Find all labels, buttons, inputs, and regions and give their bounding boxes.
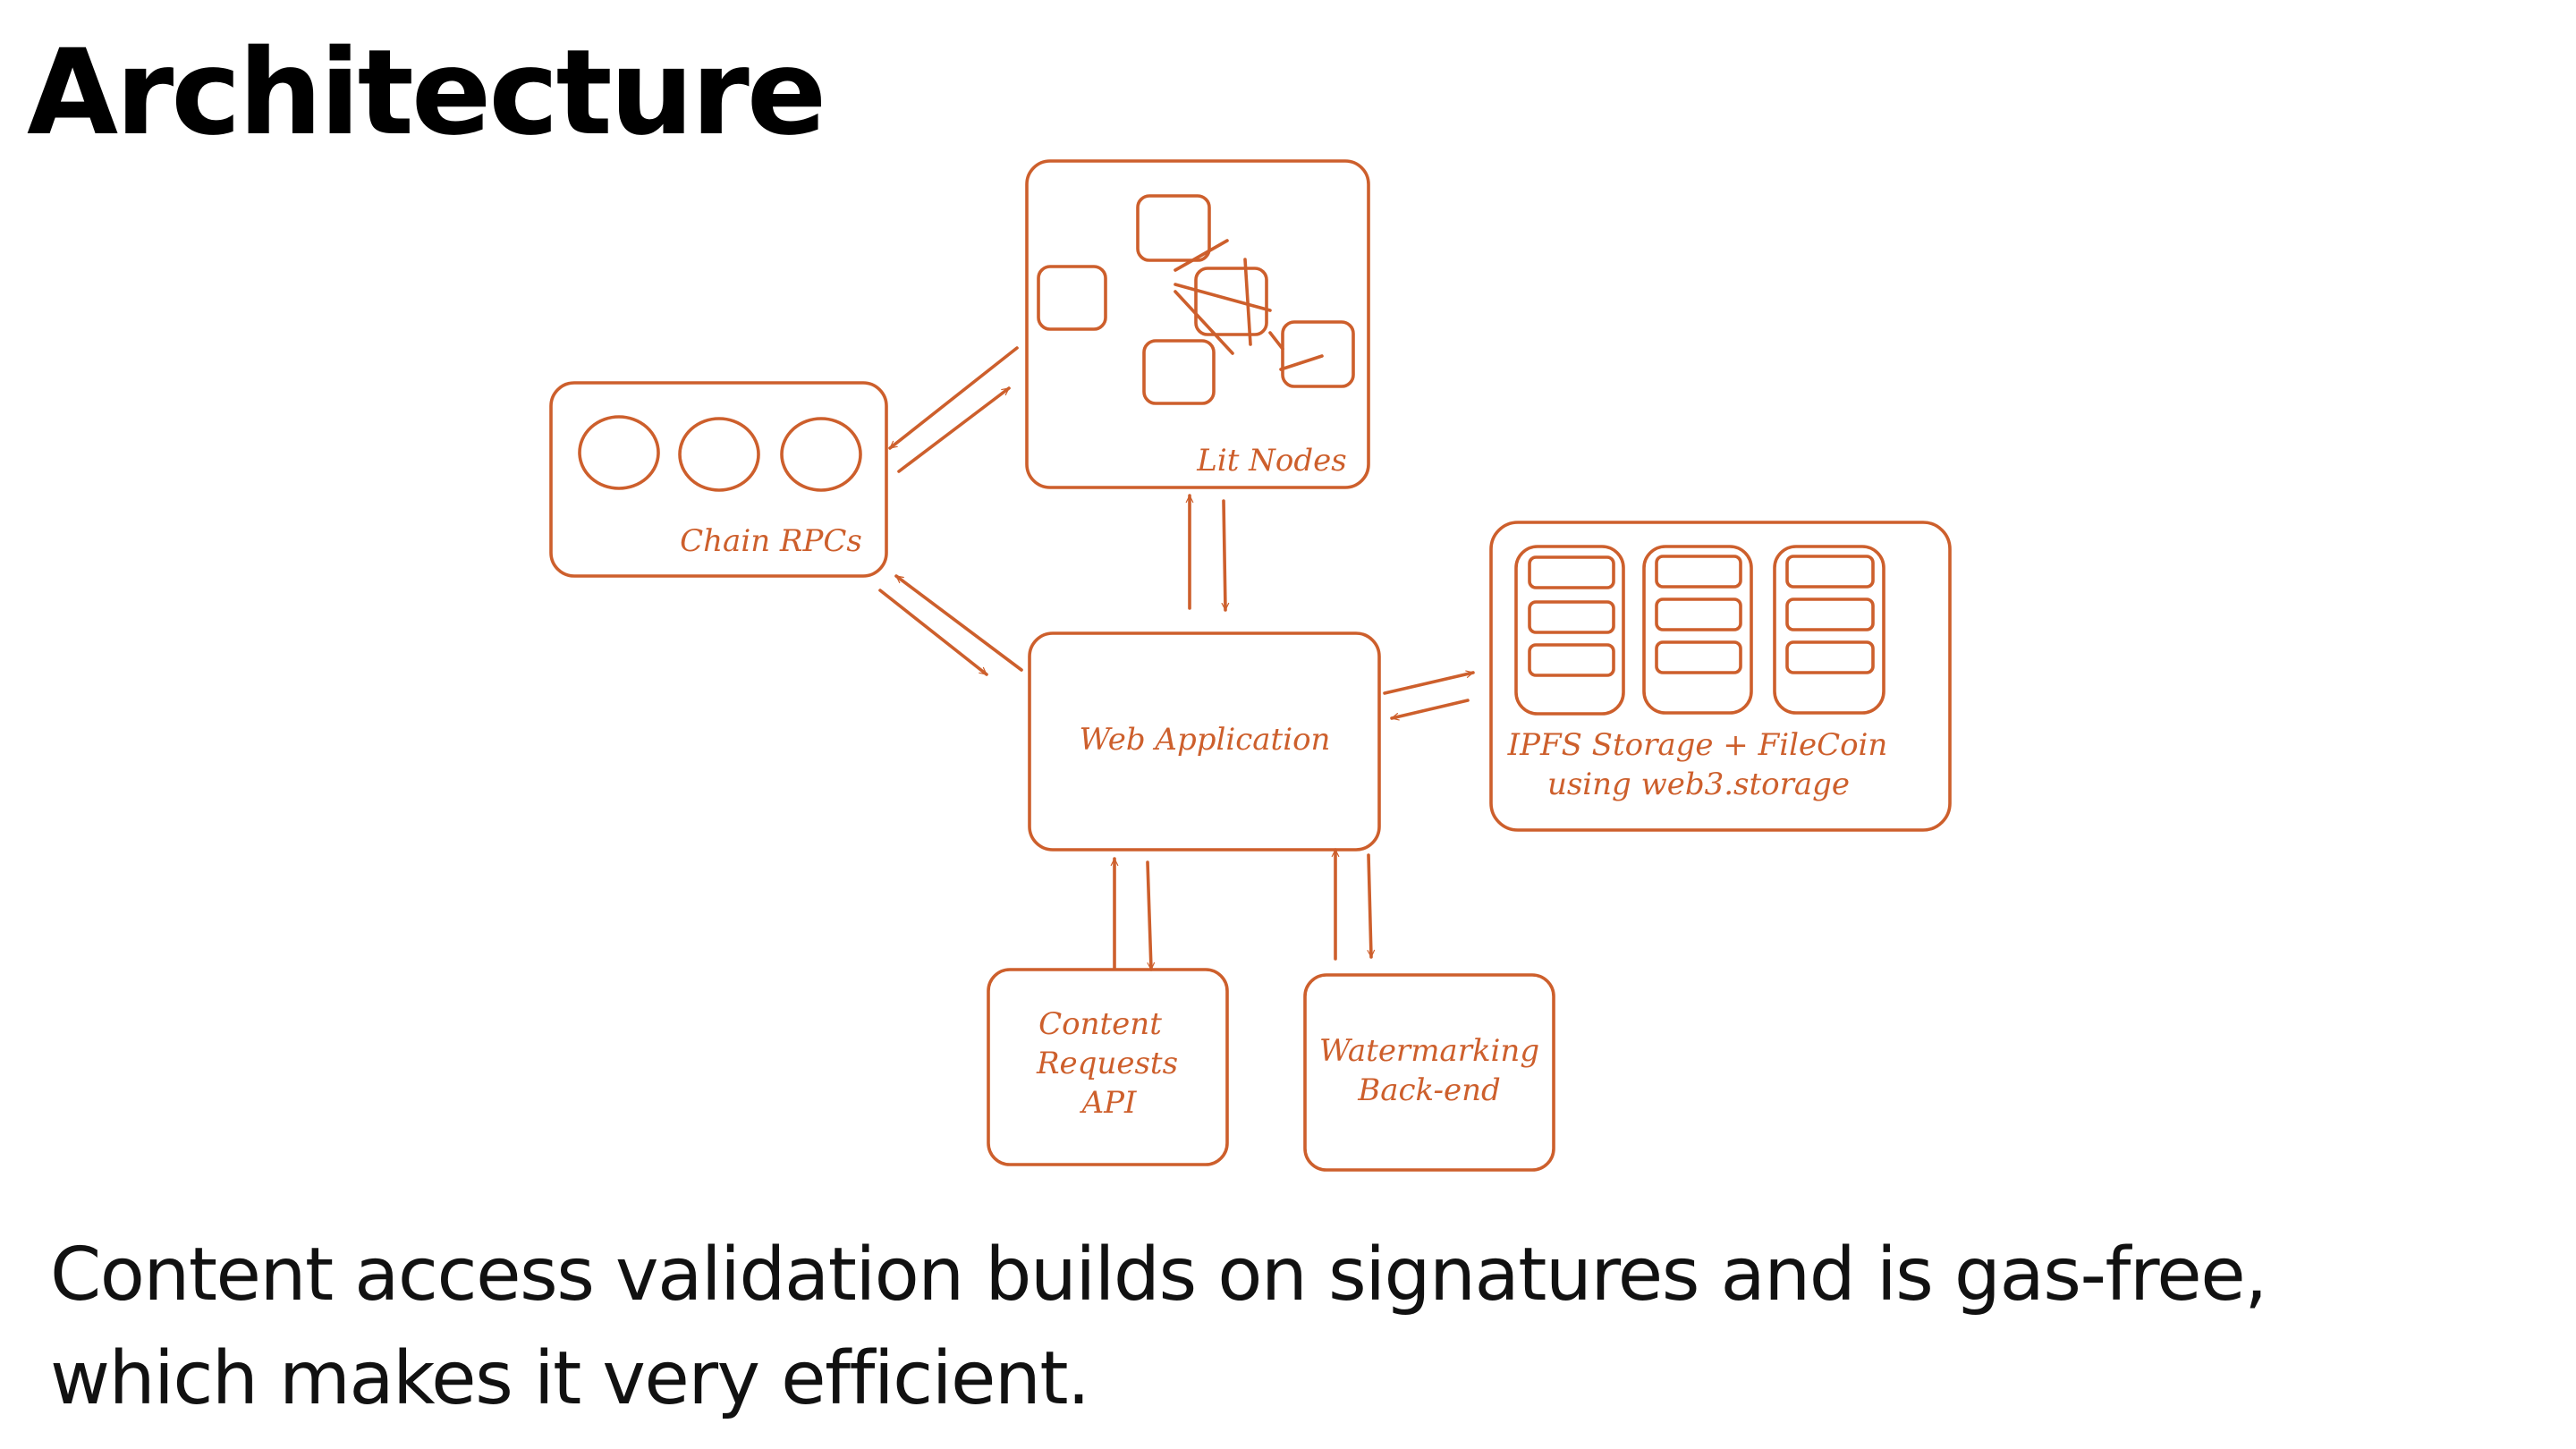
slide-title: Architecture (27, 24, 826, 162)
network-graph-icon (1037, 194, 1355, 405)
watermarking-backend-label-line-2: Back-end (1357, 1072, 1501, 1108)
arrow-lit-nodes-to-chain-rpcs (888, 346, 1019, 450)
arrow-web-application-to-ipfs-storage (1383, 670, 1475, 695)
watermarking-backend-node: Watermarking Back-end (1303, 973, 1555, 1172)
slide-caption: Content access validation builds on sign… (50, 1224, 2537, 1431)
ipfs-storage-label-line-1: IPFS Storage + FileCoin (1507, 727, 1888, 763)
web-application-label: Web Application (1080, 722, 1331, 758)
ipfs-storage-box (1489, 521, 1952, 832)
content-requests-api-label-line-3: API (1080, 1085, 1137, 1121)
watermarking-backend-box (1303, 973, 1555, 1172)
arrow-web-application-to-content-requests-api (1146, 860, 1156, 971)
arrow-lit-nodes-to-web-application (1221, 499, 1230, 612)
caption-line-1: Content access validation builds on sign… (50, 1233, 2267, 1318)
ipfs-storage-label-line-2: using web3.storage (1547, 767, 1850, 802)
content-requests-api-label-line-2: Requests (1036, 1046, 1178, 1081)
chain-rpcs-label: Chain RPCs (680, 523, 862, 559)
web-application-box (1028, 631, 1381, 852)
arrow-web-application-to-chain-rpcs (894, 574, 1023, 672)
lit-nodes-label: Lit Nodes (1196, 443, 1346, 479)
watermarking-backend-label-line-1: Watermarking (1319, 1033, 1539, 1069)
chain-rpcs-node: Chain RPCs (549, 381, 888, 578)
arrow-web-application-to-watermarking-backend (1367, 853, 1376, 959)
rpc-circles-icon (578, 415, 862, 492)
content-requests-api-node: Content Requests API (987, 968, 1229, 1166)
content-requests-api-label-line-1: Content (1038, 1006, 1162, 1042)
web-application-node: Web Application (1028, 631, 1381, 852)
content-requests-api-box (987, 968, 1229, 1166)
caption-line-2: which makes it very efficient. (50, 1336, 1090, 1421)
connector-arrows (878, 346, 1475, 971)
arrow-chain-rpcs-to-lit-nodes (897, 386, 1011, 473)
arrow-chain-rpcs-to-web-application (878, 589, 988, 676)
ipfs-storage-node: IPFS Storage + FileCoin using web3.stora… (1489, 521, 1952, 832)
lit-nodes-box (1025, 159, 1370, 489)
lit-nodes-node: Lit Nodes (1025, 159, 1370, 489)
arrow-ipfs-storage-to-web-application (1390, 699, 1470, 721)
storage-servers-icon (1514, 545, 1885, 716)
chain-rpcs-box (549, 381, 888, 578)
